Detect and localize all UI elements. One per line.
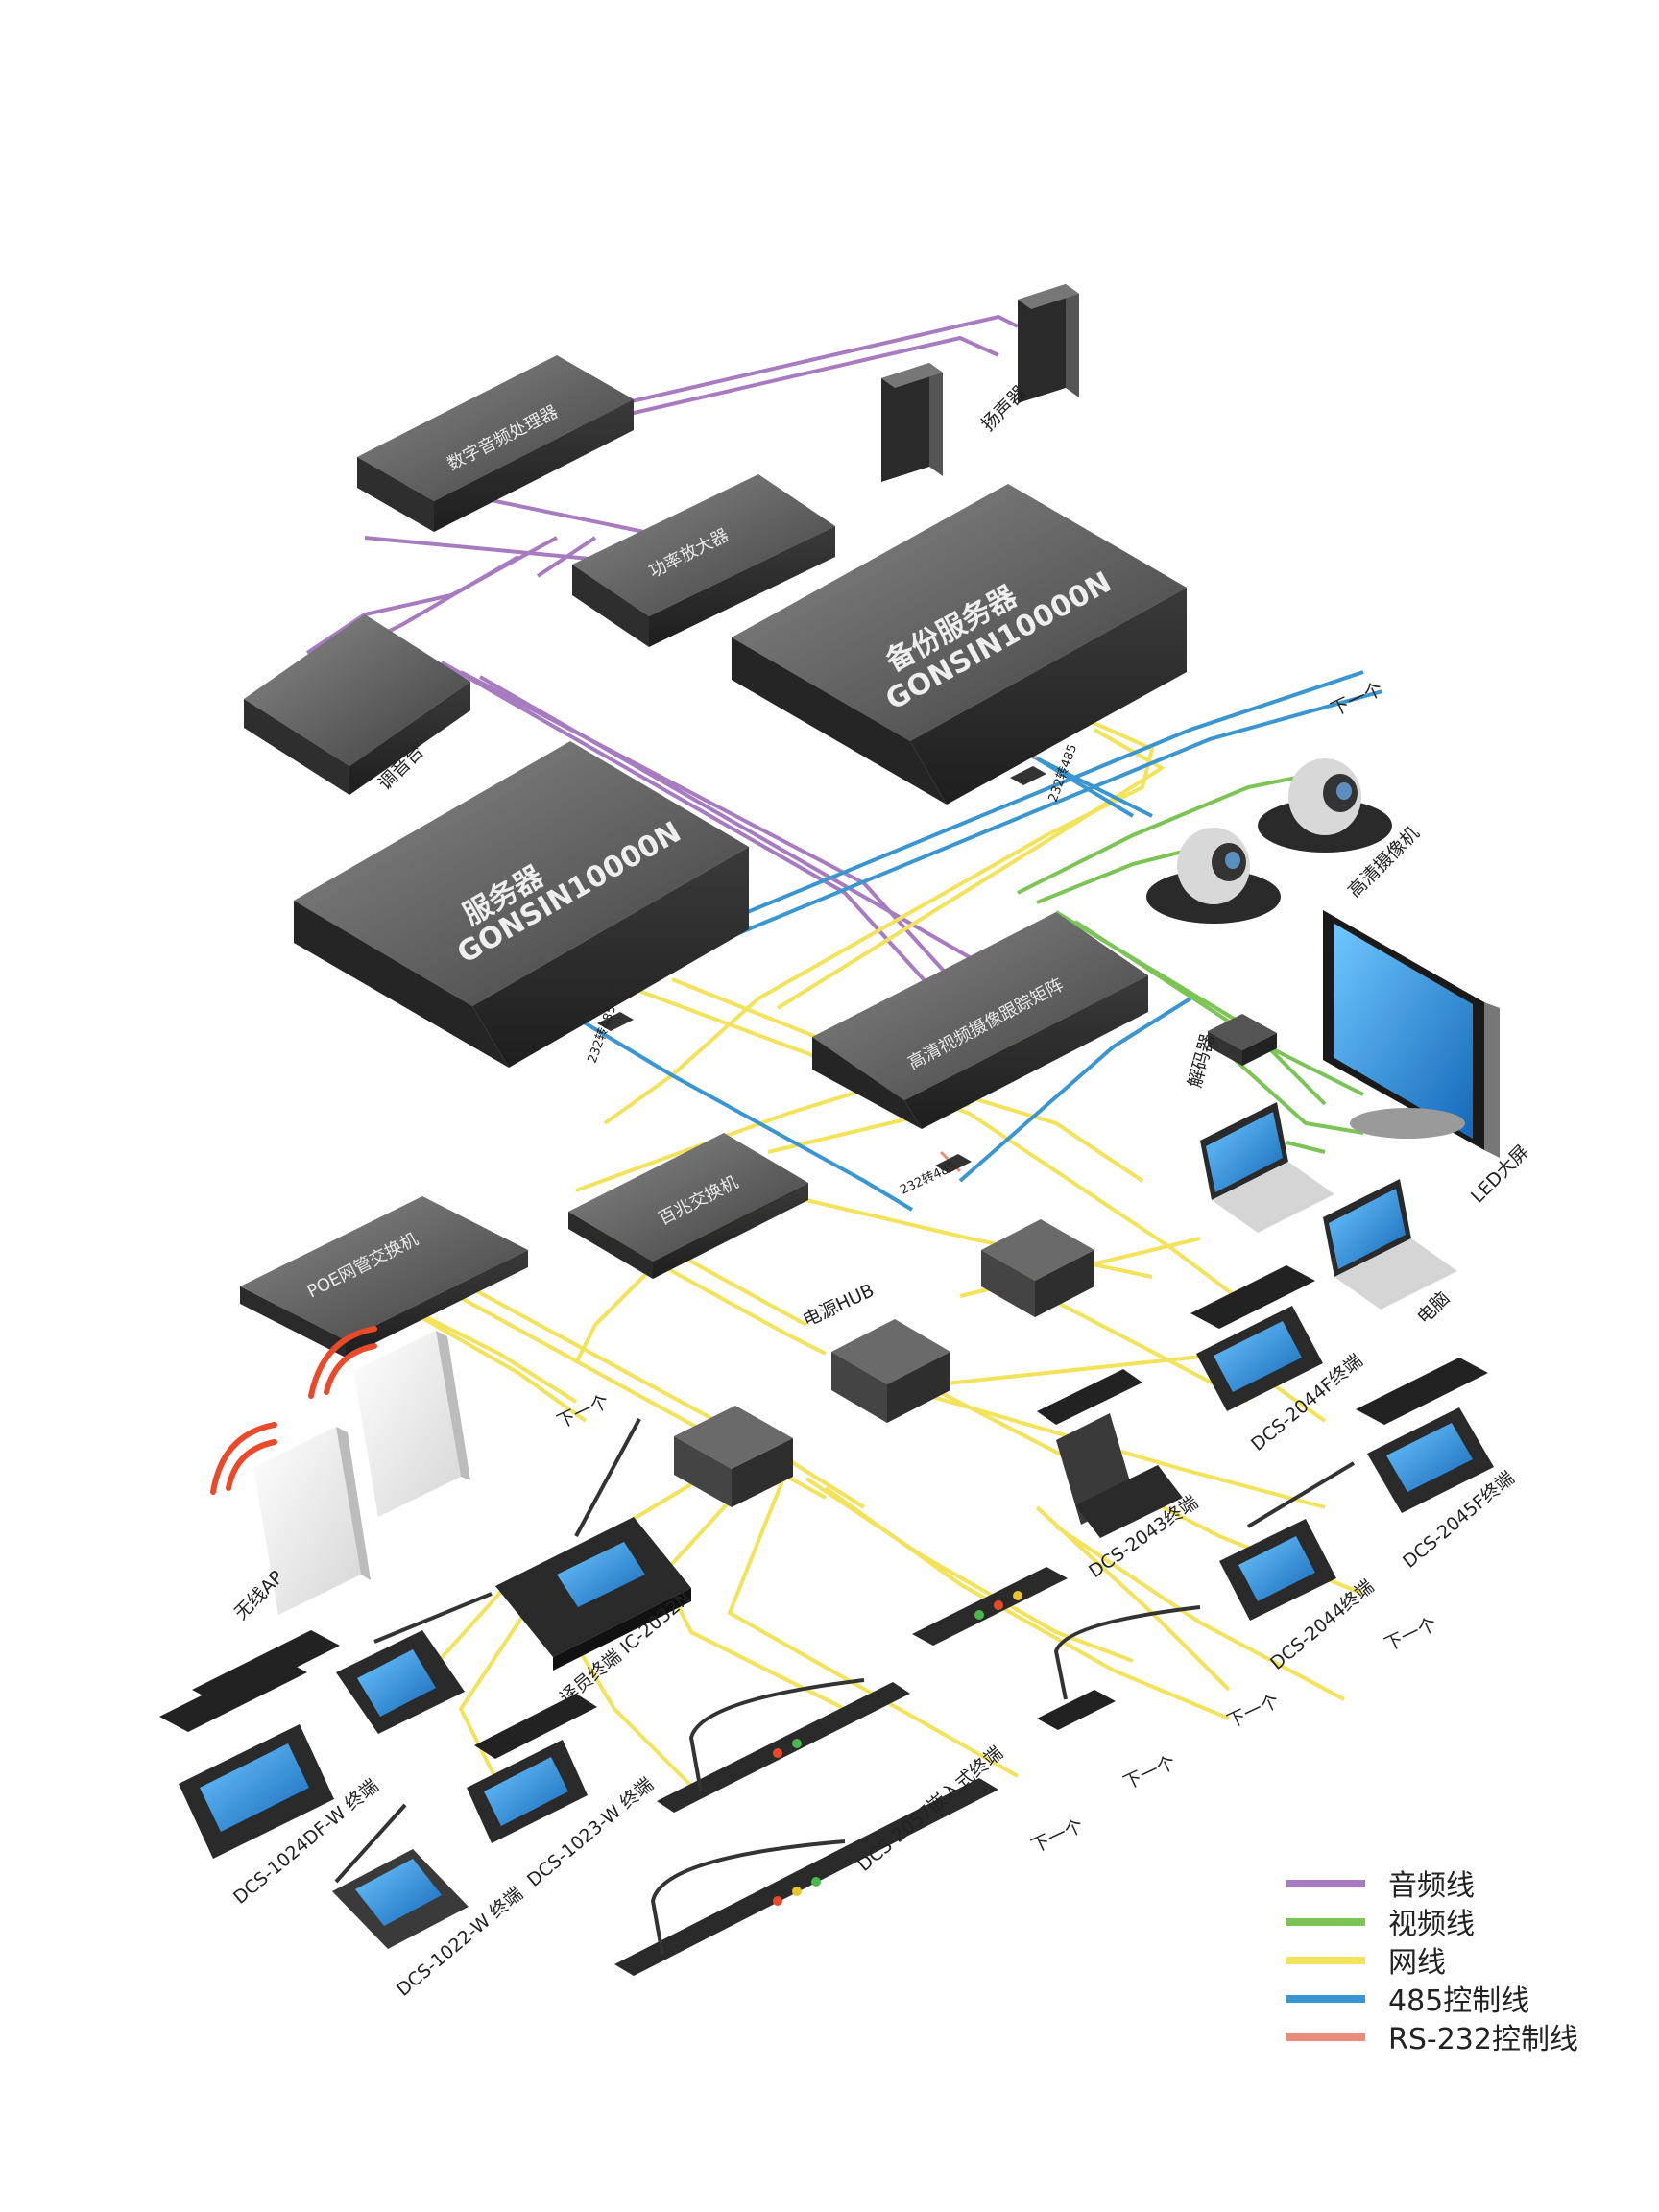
laptop-2	[1323, 1179, 1457, 1310]
dcs1023-unit	[467, 1694, 597, 1843]
wifi-signal-icon	[210, 1326, 377, 1495]
mixer-unit	[244, 614, 470, 795]
switch100-unit: 百兆交换机	[568, 1133, 808, 1279]
speaker-2	[881, 363, 943, 482]
legend-label-network: 网线	[1388, 1946, 1446, 1980]
converter-c	[935, 1154, 972, 1173]
power-hub-label: 电源HUB	[800, 1280, 878, 1331]
speaker-label: 扬声器	[977, 382, 1031, 436]
power-hub-1	[981, 1219, 1094, 1317]
power-hub-2	[831, 1319, 950, 1423]
next-label-6: 下一个	[1028, 1815, 1087, 1857]
wireless-ap-2	[253, 1427, 371, 1615]
cables-network	[364, 709, 1364, 1788]
cables-rs485	[537, 670, 1383, 1212]
legend-item-audio: 音频线	[1286, 1869, 1475, 1903]
next-label-3: 下一个	[1382, 1613, 1440, 1655]
converter-a	[1010, 766, 1046, 785]
legend-label-rs485: 485控制线	[1388, 1984, 1529, 2018]
legend-swatch-network	[1286, 1957, 1365, 1964]
laptop-1	[1200, 1102, 1334, 1233]
dcs2057-unit-2	[614, 1778, 998, 1976]
dcs2044-unit	[1219, 1461, 1356, 1621]
decoder-unit	[1208, 1014, 1277, 1066]
embedded-mic-unit	[1037, 1605, 1201, 1730]
dsp-unit: 数字音频处理器	[357, 355, 634, 532]
next-label-2: 下一个	[554, 1390, 613, 1432]
dcs1024-unit	[159, 1630, 340, 1859]
camera-2	[1146, 828, 1281, 924]
poe-switch-unit: POE网管交换机	[240, 1196, 528, 1358]
backup-server-unit: 备份服务器 GONSIN10000N	[732, 484, 1187, 805]
converter-b	[597, 1012, 634, 1031]
dcs2044f-unit	[1190, 1265, 1323, 1411]
speaker-1	[1018, 284, 1079, 403]
legend-swatch-video	[1286, 1918, 1365, 1926]
legend-item-network: 网线	[1286, 1946, 1446, 1980]
next-label-5: 下一个	[1120, 1751, 1179, 1793]
legend-swatch-audio	[1286, 1880, 1365, 1887]
legend-label-video: 视频线	[1388, 1908, 1475, 1941]
dcs2057-label: DCS-2057嵌入式终端	[854, 1743, 1007, 1876]
led-screen	[1323, 910, 1500, 1158]
converter-c-label: 232转485	[898, 1160, 958, 1198]
legend-label-rs232: RS-232控制线	[1388, 2023, 1578, 2056]
wireless-ap-1	[353, 1331, 470, 1517]
decoder-label: 解码器	[1185, 1032, 1219, 1091]
server-unit: 服务器 GONSIN10000N	[294, 741, 749, 1068]
legend-label-audio: 音频线	[1388, 1869, 1475, 1903]
matrix-unit: 高清视频摄像跟踪矩阵	[812, 912, 1148, 1129]
legend: 音频线 视频线 网线 485控制线 RS-232控制线	[1286, 1869, 1578, 2056]
legend-swatch-rs485	[1286, 1995, 1365, 2003]
legend-swatch-rs232	[1286, 2033, 1365, 2041]
interpreter-unit	[495, 1418, 691, 1671]
dcs1023-upper-unit	[336, 1592, 493, 1734]
power-hub-3	[674, 1406, 793, 1507]
next-label-4: 下一个	[1224, 1690, 1283, 1732]
amp-unit: 功率放大器	[572, 474, 835, 647]
legend-item-video: 视频线	[1286, 1908, 1475, 1941]
dcs2057-unit-1	[657, 1678, 910, 1813]
computer-label: 电脑	[1413, 1287, 1454, 1328]
next-label-1: 下一个	[1328, 678, 1386, 720]
dcs1022-unit	[332, 1803, 469, 1949]
led-label: LED大屏	[1467, 1142, 1533, 1208]
legend-item-rs232: RS-232控制线	[1286, 2023, 1578, 2056]
dcs2043-unit	[1037, 1369, 1183, 1538]
legend-item-rs485: 485控制线	[1286, 1984, 1529, 2018]
camera-1	[1258, 758, 1392, 853]
dcs2045f-unit	[1356, 1358, 1494, 1513]
control-panel-unit	[912, 1567, 1068, 1646]
